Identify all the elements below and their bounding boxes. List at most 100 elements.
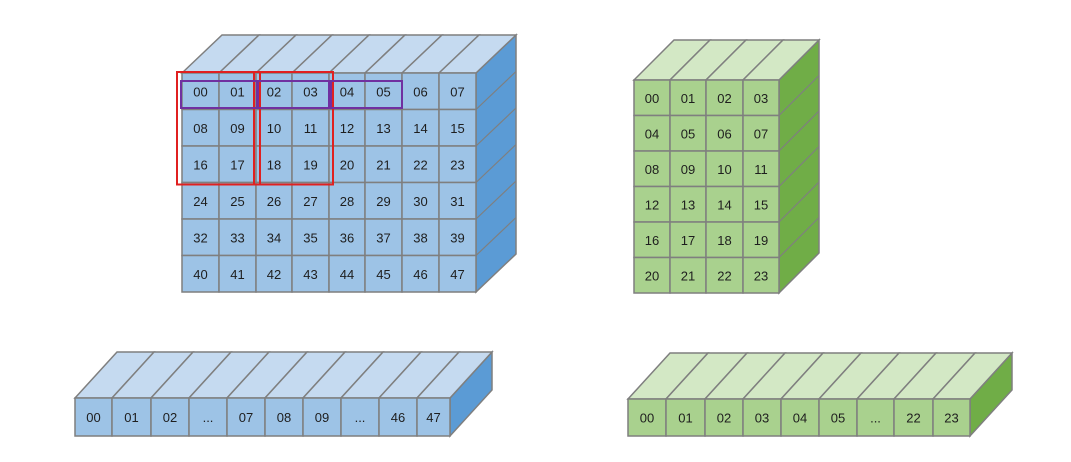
blue-cell-label: 10 (267, 121, 281, 136)
green-cell (742, 221, 780, 259)
blue-cell-label: 33 (230, 230, 244, 245)
blue-strip-cell-label: 46 (391, 410, 405, 425)
blue-cell-label: 19 (303, 157, 317, 172)
green-cell-label: 08 (645, 162, 659, 177)
blue-cell (291, 181, 330, 220)
blue-cell-label: 01 (230, 84, 244, 99)
blue-cell (255, 145, 293, 184)
green-strip-cell-label: 00 (640, 411, 654, 426)
blue-cell (364, 145, 403, 184)
blue-cell (181, 181, 220, 220)
blue-cell-label: 44 (340, 267, 354, 282)
blue-cell (218, 145, 257, 184)
blue-cell (181, 108, 220, 147)
green-strip-cell (780, 398, 820, 437)
green-cell-label: 22 (717, 268, 731, 283)
blue-cell-label: 34 (267, 230, 281, 245)
blue-cell-label: 05 (376, 84, 390, 99)
blue-cell-label: 15 (450, 121, 464, 136)
blue-cell-label: 21 (376, 157, 390, 172)
green-cell-label: 02 (717, 91, 731, 106)
green-strip-cell (932, 398, 971, 437)
green-cell (633, 185, 671, 223)
blue-cell-label: 28 (340, 194, 354, 209)
green-cell-label: 20 (645, 268, 659, 283)
blue-strip-cell-label: 02 (163, 410, 177, 425)
blue-cell (401, 108, 440, 147)
blue-cell-label: 42 (267, 267, 281, 282)
blue-strip-cell (188, 397, 228, 437)
blue-side-divider (475, 107, 517, 147)
blue-cell-label: 29 (376, 194, 390, 209)
green-cell (742, 114, 780, 152)
blue-cell (291, 218, 330, 257)
green-cell-label: 11 (754, 162, 768, 177)
blue-cell-label: 31 (450, 194, 464, 209)
green-side-divider (778, 110, 820, 152)
green-cell (742, 150, 780, 188)
blue-cell (181, 145, 220, 184)
blue-cell-label: 12 (340, 121, 354, 136)
blue-cell-label: 17 (230, 157, 244, 172)
green-cell (633, 114, 671, 152)
blue-cell-label: 26 (267, 194, 281, 209)
blue-side-divider (475, 71, 517, 110)
green-cell (742, 185, 780, 223)
green-strip-cell (627, 398, 667, 437)
blue-cell (255, 254, 293, 293)
blue-strip-cell-label: 47 (426, 410, 440, 425)
blue-cell-label: 00 (193, 84, 207, 99)
blue-cell (438, 108, 477, 147)
blue-strip-cell-label: ... (203, 410, 214, 425)
blue-cell-label: 04 (340, 84, 354, 99)
green-side-divider (778, 217, 820, 258)
green-strip-cell (665, 398, 706, 437)
blue-side-divider (475, 144, 517, 183)
blue-cell-label: 40 (193, 267, 207, 282)
blue-cell-label: 46 (413, 267, 427, 282)
green-strip-cell-label: 05 (831, 411, 845, 426)
blue-cell (438, 145, 477, 184)
blue-cell (181, 254, 220, 293)
green-strip-cell-label: 04 (793, 411, 807, 426)
blue-side-divider (475, 180, 517, 220)
blue-cell (438, 181, 477, 220)
blue-cell-label: 38 (413, 230, 427, 245)
green-strip-cell-label: 23 (944, 411, 958, 426)
blue-cell-label: 47 (450, 267, 464, 282)
green-cell-label: 01 (681, 91, 695, 106)
blue-strip-cell-label: ... (355, 410, 366, 425)
green-strip-cell-label: 22 (906, 411, 920, 426)
green-cell-label: 15 (754, 197, 768, 212)
green-cell (633, 79, 671, 117)
blue-cell-label: 07 (450, 84, 464, 99)
blue-cell (401, 181, 440, 220)
blue-cell-label: 37 (376, 230, 390, 245)
green-cell (669, 256, 707, 294)
blue-cell (401, 254, 440, 293)
blue-cell-label: 32 (193, 230, 207, 245)
green-side-divider (778, 146, 820, 187)
blue-strip-cell-label: 08 (277, 410, 291, 425)
blue-cell-label: 09 (230, 121, 244, 136)
blue-cell-label: 43 (303, 267, 317, 282)
blue-cell-label: 14 (413, 121, 427, 136)
pair-highlight-3 (330, 80, 403, 109)
green-side-divider (778, 75, 820, 116)
green-strip-cell-label: 02 (717, 411, 731, 426)
blue-cell-label: 06 (413, 84, 427, 99)
blue-strip-cell-label: 00 (86, 410, 100, 425)
green-cell-label: 17 (681, 233, 695, 248)
blue-cell-label: 39 (450, 230, 464, 245)
green-cell-label: 07 (754, 126, 768, 141)
green-cell-label: 00 (645, 91, 659, 106)
blue-cell (401, 218, 440, 257)
green-strip-cell-label: ... (870, 411, 881, 426)
blue-cell-label: 23 (450, 157, 464, 172)
green-cell-label: 23 (754, 268, 768, 283)
green-cell-label: 06 (717, 126, 731, 141)
blue-cell-label: 08 (193, 121, 207, 136)
